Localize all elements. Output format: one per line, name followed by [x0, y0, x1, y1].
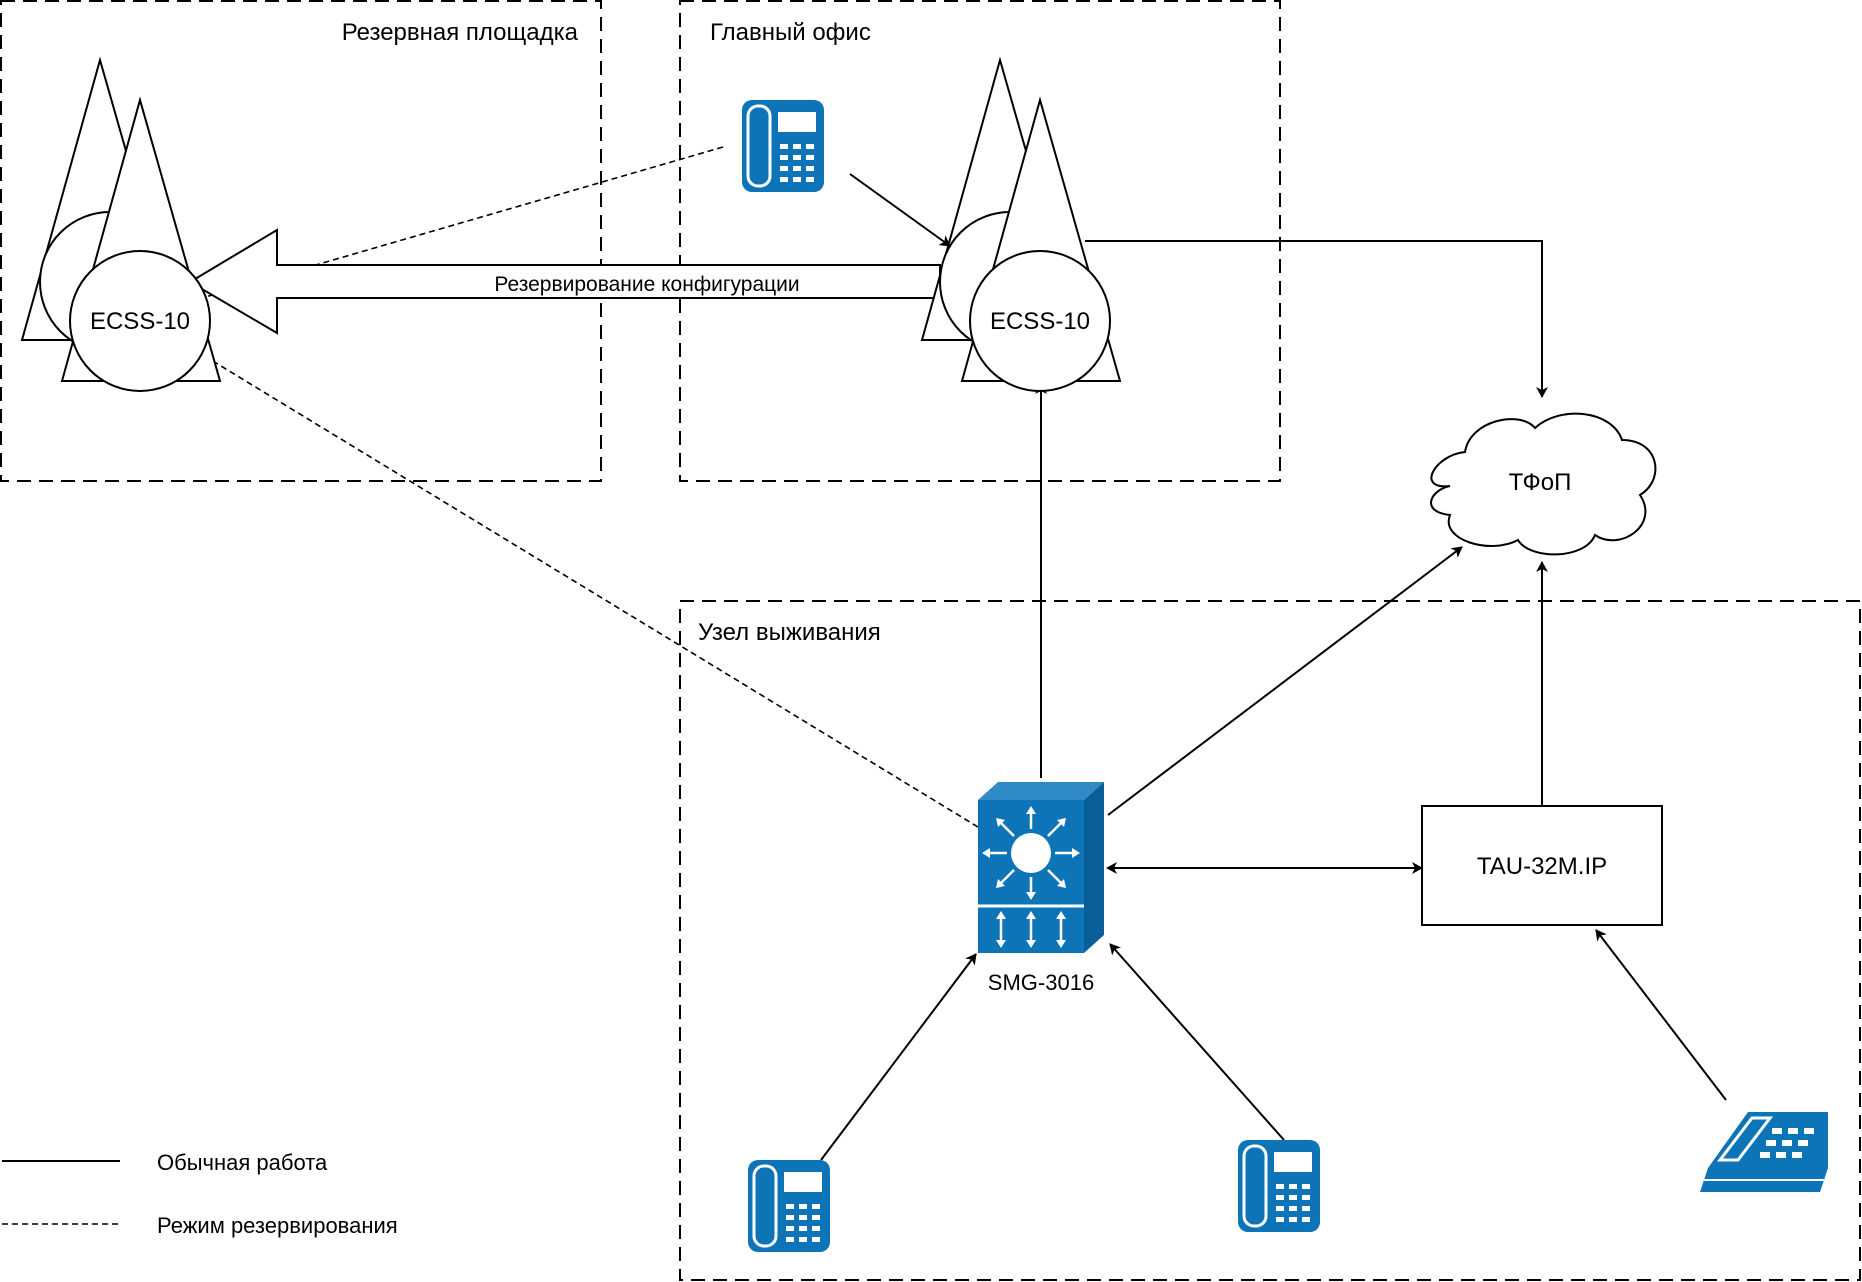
legend-backup-label: Режим резервирования	[157, 1213, 398, 1238]
link-phone-right-to-smg	[1109, 943, 1285, 1141]
links-normal	[820, 173, 1727, 1161]
tau-label: TAU-32M.IP	[1477, 853, 1607, 880]
legend: Обычная работа Режим резервирования	[2, 1150, 398, 1238]
zone-survival-node-label: Узел выживания	[698, 619, 881, 646]
tau-gateway: TAU-32M.IP	[1421, 805, 1663, 926]
ecss-backup-node: ECSS-10	[20, 56, 222, 392]
link-phone-to-ecss-backup	[194, 146, 724, 303]
link-phone-to-ecss-main	[849, 173, 951, 247]
ip-phone-icon	[748, 1160, 830, 1252]
zone-main-office-label: Главный офис	[710, 19, 871, 46]
link-phone-left-to-smg	[820, 953, 977, 1161]
link-smg-to-pstn	[1107, 546, 1463, 816]
pstn-label: ТФоП	[1509, 469, 1572, 496]
smg-label: SMG-3016	[988, 970, 1094, 995]
analog-phone-icon	[1700, 1112, 1828, 1192]
config-backup-label: Резервирование конфигурации	[494, 273, 799, 296]
multilayer-switch-icon	[978, 782, 1104, 953]
link-ecss-main-to-pstn	[1085, 240, 1548, 398]
ip-phone-icon	[742, 100, 824, 192]
ecss-backup-label: ECSS-10	[90, 308, 190, 335]
zone-backup-site-label: Резервная площадка	[342, 19, 579, 46]
config-backup-arrow: Резервирование конфигурации	[188, 228, 941, 335]
zone-survival-node: Узел выживания	[679, 600, 1861, 1281]
legend-normal-label: Обычная работа	[157, 1150, 328, 1175]
links-backup-mode	[194, 146, 979, 828]
link-smg-to-ecss-backup	[197, 351, 979, 828]
zone-backup-site: Резервная площадка	[0, 0, 602, 482]
link-analog-phone-to-tau	[1595, 929, 1727, 1101]
pstn-cloud: ТФоП	[1430, 412, 1657, 556]
ip-phone-icon	[1238, 1140, 1320, 1232]
ecss-main-node: ECSS-10	[920, 56, 1122, 392]
ecss-main-label: ECSS-10	[990, 308, 1090, 335]
